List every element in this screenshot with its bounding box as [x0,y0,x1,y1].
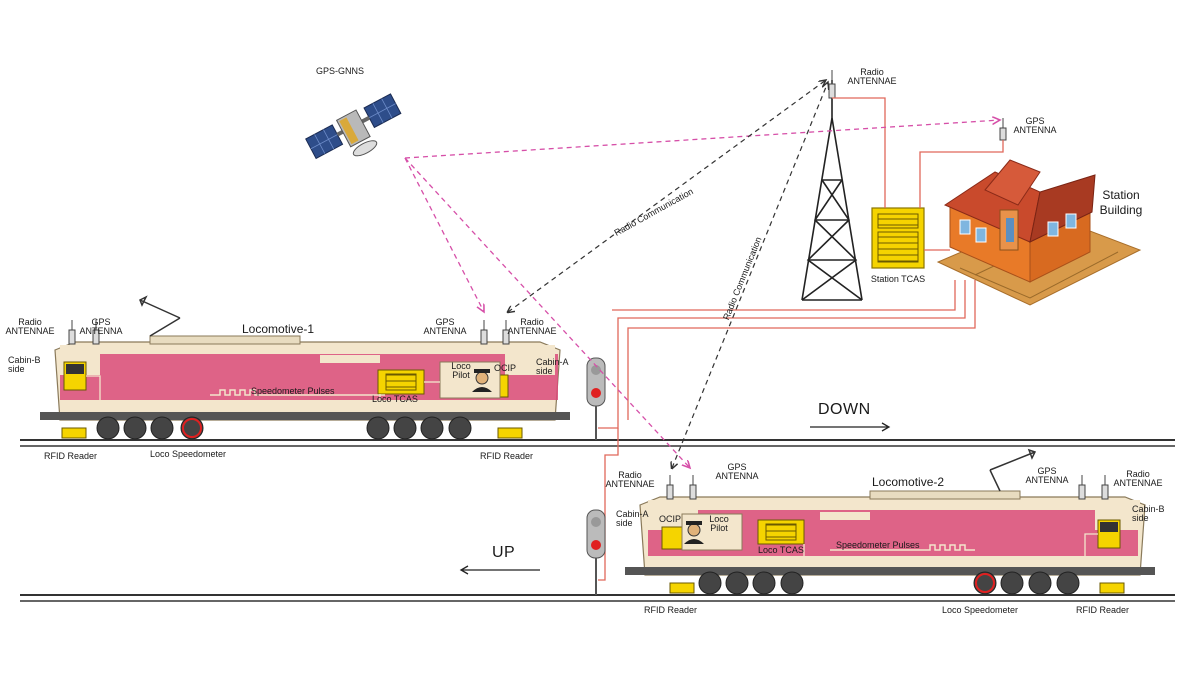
loco-2-gps-antenna-label: GPS ANTENNA [715,462,759,482]
locomotive-1-label: Locomotive-1 [242,322,315,336]
loco-2-rfid-reader-label-b: RFID Reader [1076,605,1130,615]
loco-2-cabin-b-label: Cabin-B side [1132,504,1165,524]
radio-links [508,80,828,468]
loco-2-pilot-label: Loco Pilot [709,514,729,534]
gps-gnns-label: GPS-GNNS [316,66,365,76]
down-direction-label: DOWN [818,401,871,418]
tower-antenna-icon [828,70,836,99]
loco-1-pilot-label: Loco Pilot [451,361,471,381]
locomotive-1-graphic [40,295,570,440]
station-building-label: Station Building [1099,188,1143,217]
loco-1-speedometer-pulses-label: Speedometer Pulses [251,386,335,396]
loco-2-speedometer-pulses-label: Speedometer Pulses [836,540,920,550]
tower-radio-antennae-label: Radio ANTENNAE [847,67,897,87]
station-tcas-label: Station TCAS [870,274,926,284]
loco-1-radio-antennae-label-a: Radio ANTENNAE [507,317,557,337]
loco-1-rfid-reader-label-a: RFID Reader [480,451,534,461]
signal-post-up [586,509,606,595]
radio-tower-icon [801,80,863,301]
satellite-icon [305,93,402,160]
rail-down-track [20,439,1175,447]
station-tcas-box [871,207,925,269]
loco-2-tcas-label: Loco TCAS [758,545,804,555]
loco-1-rfid-reader-label-b: RFID Reader [44,451,98,461]
loco-2-gps-antenna-label-b: GPS ANTENNA [1025,466,1069,486]
loco-1-cabin-a-label: Cabin-A side [536,357,569,377]
loco-2-speedometer-icon [975,573,995,593]
loco-1-speedometer-label: Loco Speedometer [150,449,227,459]
loco-2-ocip-label: OCIP [659,514,682,524]
loco-2-rfid-reader-label-a: RFID Reader [644,605,698,615]
loco-1-radio-antennae-label: Radio ANTENNAE [5,317,55,337]
loco-2-speedometer-label: Loco Speedometer [942,605,1019,615]
loco-1-tcas-label: Loco TCAS [372,394,418,404]
down-direction-arrow [810,422,891,432]
loco-1-gps-antenna-label-a: GPS ANTENNA [423,317,467,337]
station-building-icon [936,159,1142,306]
loco-1-gps-antenna-label: GPS ANTENNA [79,317,123,337]
loco-2-radio-antennae-label: Radio ANTENNAE [605,470,655,490]
loco-1-speedometer-icon [182,418,202,438]
locomotive-2-label: Locomotive-2 [872,475,945,489]
up-direction-label: UP [492,544,516,561]
loco-1-ocip-label: OCIP [494,363,517,373]
up-direction-arrow [459,565,540,575]
loco-2-antennas [666,475,1109,500]
loco-2-radio-antennae-label-b: Radio ANTENNAE [1113,469,1163,489]
rail-up-track [20,594,1175,602]
loco-1-antennas [68,320,510,345]
loco-1-cabin-b-label: Cabin-B side [8,355,41,375]
loco-2-cabin-a-label: Cabin-A side [616,509,649,529]
locomotive-2-graphic [625,448,1155,595]
station-gps-antenna-icon [999,118,1007,141]
station-gps-antenna-label: GPS ANTENNA [1013,116,1057,136]
